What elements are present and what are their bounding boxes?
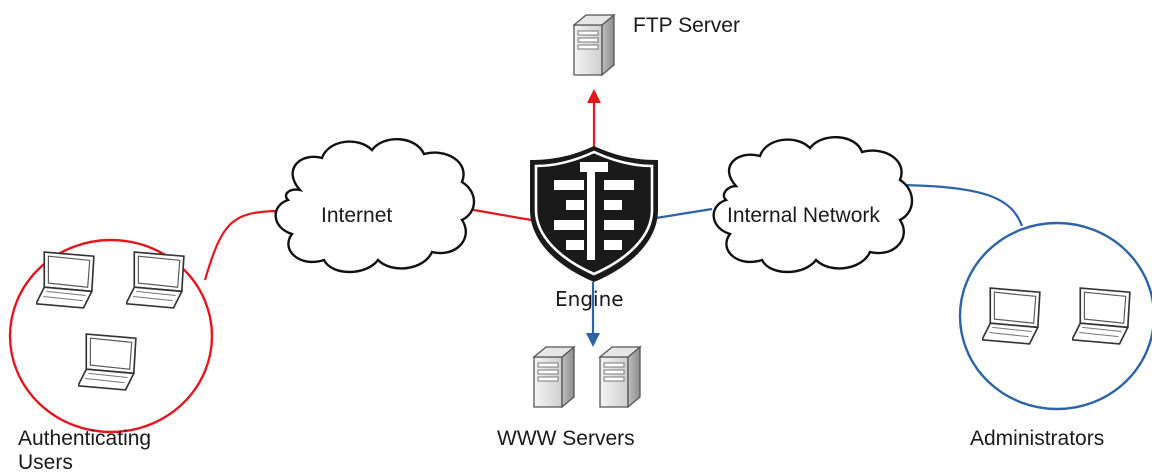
authenticating-users-label: Authenticating Users <box>18 427 152 474</box>
firewall-shield-icon <box>530 146 658 282</box>
blue-link-internal-admins <box>897 183 1024 227</box>
admins-group-circle <box>958 221 1152 411</box>
laptop-icon <box>126 251 185 309</box>
internal-network-label: Internal Network <box>727 204 880 227</box>
blue-link-engine-internal <box>649 207 713 221</box>
red-link-internet-engine <box>467 207 538 223</box>
laptop-icon <box>78 333 137 391</box>
www-server-icon <box>599 346 641 408</box>
laptop-icon <box>36 251 95 309</box>
users-group-circle <box>8 238 214 434</box>
administrators-label: Administrators <box>970 427 1105 450</box>
laptop-icon <box>982 287 1041 345</box>
engine-label: Engine <box>555 287 624 311</box>
laptop-icon <box>1072 287 1131 345</box>
www-servers-label: WWW Servers <box>497 427 635 450</box>
internet-label: Internet <box>321 204 393 227</box>
ftp-server-icon <box>573 14 615 76</box>
www-server-icon <box>533 346 575 408</box>
ftp-server-label: FTP Server <box>633 14 740 37</box>
internet-cloud-icon <box>274 137 476 274</box>
red-link-users-internet <box>203 209 278 281</box>
internal-network-cloud-icon <box>712 135 914 274</box>
